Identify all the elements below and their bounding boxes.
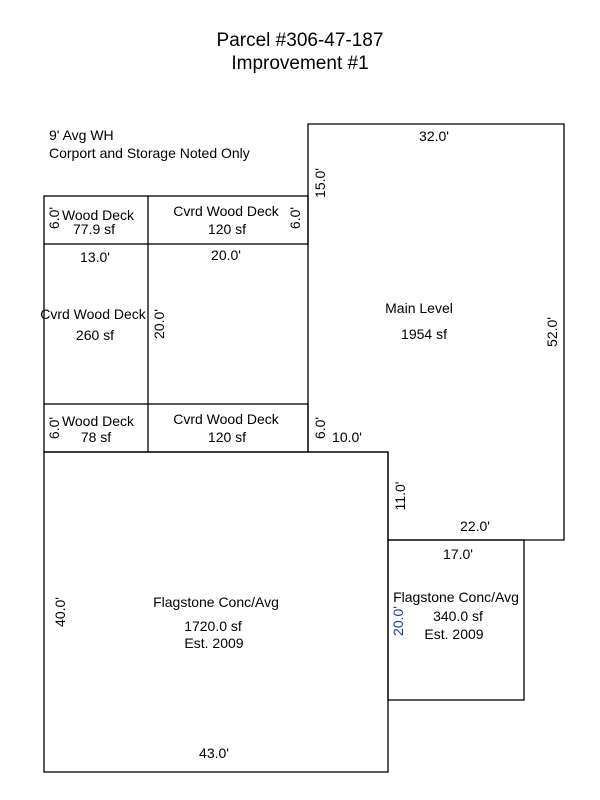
parcel-title: Parcel #306-47-187 — [216, 30, 384, 51]
improvement-title: Improvement #1 — [231, 53, 369, 74]
dim-main-bottom: 22.0' — [460, 518, 490, 534]
dim-deck-left-height: 20.0' — [151, 309, 167, 339]
dim-deck-top-height-right: 6.0' — [287, 207, 303, 229]
dim-flag-large-bottom: 43.0' — [199, 745, 229, 761]
wood-deck-mid-area: 78 sf — [81, 429, 111, 445]
cvrd-deck-left-name: Cvrd Wood Deck — [40, 306, 147, 322]
dim-main-step: 10.0' — [332, 429, 362, 445]
dim-main-top: 32.0' — [419, 128, 449, 144]
flagstone-large-name: Flagstone Conc/Avg — [153, 594, 279, 610]
dim-deck-top-right-width: 20.0' — [211, 247, 241, 263]
wood-deck-top-name: Wood Deck — [62, 207, 135, 223]
dim-main-lower-left: 11.0' — [392, 482, 408, 511]
flagstone-small-outline — [387, 539, 525, 701]
dim-flag-large-left: 40.0' — [52, 597, 68, 627]
main-level-name: Main Level — [385, 300, 453, 316]
cvrd-deck-left-area: 260 sf — [76, 327, 114, 343]
cvrd-deck-top-name: Cvrd Wood Deck — [173, 203, 280, 219]
note-carport: Corport and Storage Noted Only — [49, 145, 250, 161]
flagstone-small-est: Est. 2009 — [424, 626, 483, 642]
upper-deck-outline — [43, 195, 309, 245]
cvrd-deck-mid-area: 120 sf — [208, 429, 246, 445]
flagstone-large-est: Est. 2009 — [184, 635, 243, 651]
flagstone-large-outline — [43, 451, 389, 773]
flagstone-large-area: 1720.0 sf — [184, 618, 242, 634]
dim-flag-small-left: 20.0' — [390, 606, 406, 636]
note-wall-height: 9' Avg WH — [49, 127, 114, 143]
main-level-area: 1954 sf — [401, 326, 447, 342]
wood-deck-top-area: 77.9 sf — [73, 221, 115, 237]
dim-flag-small-top: 17.0' — [443, 546, 473, 562]
dim-deck-top-left-width: 13.0' — [80, 249, 110, 265]
flagstone-small-name: Flagstone Conc/Avg — [393, 589, 519, 605]
wood-deck-mid-name: Wood Deck — [62, 413, 135, 429]
dim-deck-mid-height-left: 6.0' — [46, 417, 62, 439]
dim-deck-top-height-left: 6.0' — [46, 207, 62, 229]
cvrd-deck-top-area: 120 sf — [208, 221, 246, 237]
cvrd-deck-mid-name: Cvrd Wood Deck — [173, 411, 280, 427]
flagstone-small-area: 340.0 sf — [433, 608, 483, 624]
dim-main-right: 52.0' — [544, 317, 560, 347]
dim-main-left-upper: 15.0' — [312, 168, 328, 198]
dim-deck-mid-height-right: 6.0' — [312, 417, 328, 439]
